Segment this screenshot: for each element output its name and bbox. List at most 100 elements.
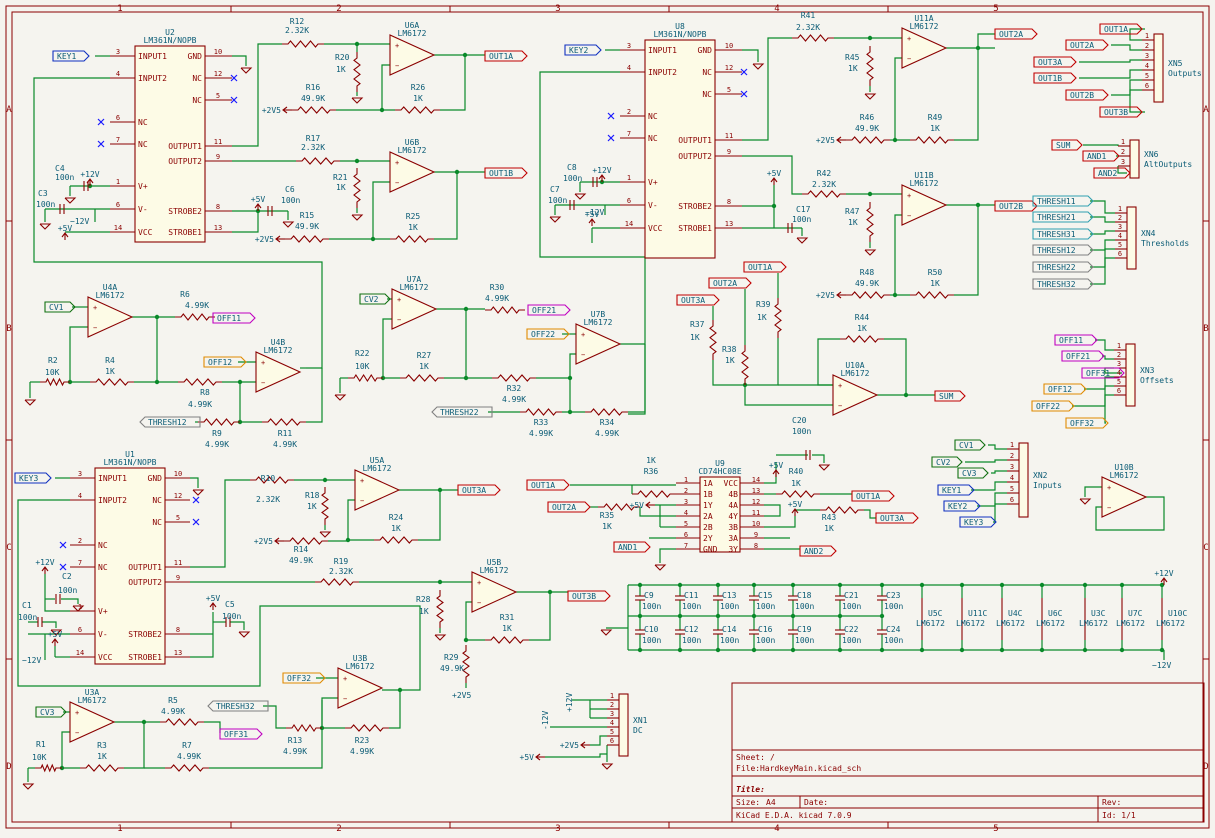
net-label-off12: [1043, 383, 1087, 395]
net-label-thresh32: [1032, 278, 1094, 290]
ground-symbol: [22, 783, 35, 790]
r-ref: R32: [507, 384, 522, 393]
wire: [1095, 496, 1165, 531]
net-label-text: THRESH12: [148, 418, 187, 427]
net-label-text: KEY2: [948, 502, 967, 511]
opamp-pin-plus: +: [93, 304, 97, 312]
r-ref: R21: [333, 173, 348, 182]
resistor-symbol: [353, 52, 361, 92]
net-label-text: CV2: [936, 458, 951, 467]
connector-ref: XN3: [1140, 366, 1155, 375]
no-connect-mark: [607, 112, 615, 120]
junction-dot: [959, 647, 965, 653]
frame-col-label: 4: [774, 824, 779, 834]
pin-name: GND: [188, 52, 203, 61]
pin-number: 8: [176, 626, 180, 634]
r-val: 1K: [105, 367, 115, 376]
opamp-pin-plus: +: [838, 382, 842, 390]
net-label-text: KEY2: [569, 46, 588, 55]
connector-ref: XN1: [633, 716, 648, 725]
r-val: 4.99K: [350, 747, 374, 756]
opamp-value: LM6172: [480, 566, 509, 575]
pin-name: INPUT2: [98, 496, 127, 505]
net-label-text: OUT1A: [531, 481, 555, 490]
connector-pin-number: 5: [1118, 241, 1122, 249]
net-label-out2a: [547, 501, 591, 513]
pin-number: 13: [214, 224, 222, 232]
r-val: 1K: [646, 456, 656, 465]
pin-number: 6: [684, 531, 688, 539]
net-label-text: CV1: [959, 441, 974, 450]
wire: [764, 504, 781, 517]
net-label-thresh11: [1032, 195, 1094, 207]
net-label-text: OUT1A: [489, 52, 513, 61]
r-val: 49.9K: [855, 124, 879, 133]
wire: [418, 490, 441, 541]
wire-u2-in2: [33, 77, 323, 369]
pin-number: 12: [214, 70, 222, 78]
net-label-text: AND1: [1087, 152, 1106, 161]
wire: [764, 462, 777, 484]
file-value: HardkeyMain.kicad_sch: [760, 764, 861, 773]
pin-name: NC: [648, 112, 658, 121]
wire: [61, 598, 79, 604]
r-ref: R24: [389, 513, 404, 522]
connector-pin-number: 2: [1010, 452, 1014, 460]
power-symbol: [836, 136, 842, 144]
c-ref: C10: [644, 625, 659, 634]
net-label-key3: [959, 516, 997, 528]
c-val: 100n: [281, 196, 300, 205]
r-val: 1K: [413, 94, 423, 103]
r-ref: R15: [300, 211, 315, 220]
connector-pin-number: 3: [1010, 463, 1014, 471]
opamp-ref: U7A: [407, 275, 422, 284]
pin-name: V+: [138, 182, 148, 191]
c-val: 100n: [792, 427, 811, 436]
net-label-out2a: [1065, 39, 1109, 51]
connector-pin-number: 5: [610, 728, 614, 736]
net-label-text: CV2: [364, 295, 379, 304]
net-label-key2: [943, 500, 981, 512]
pin-name: NC: [152, 518, 162, 527]
pin-name: OUTPUT1: [678, 136, 712, 145]
power-label: +2V5: [816, 291, 835, 300]
resistor-symbol: [520, 408, 562, 416]
pin-name: STROBE2: [128, 630, 162, 639]
pin-name: NC: [192, 96, 202, 105]
ic-body: [699, 476, 741, 553]
connector-pin-number: 4: [1145, 62, 1149, 70]
r-val: 49.9K: [295, 222, 319, 231]
pin-number: 11: [174, 559, 182, 567]
pin-number: 9: [754, 531, 758, 539]
net-label-off31: [219, 728, 263, 740]
pin-name: OUTPUT2: [128, 578, 162, 587]
r-ref: R30: [490, 283, 505, 292]
pin-name: GND: [698, 46, 713, 55]
pin-name: V-: [648, 201, 658, 210]
frame-col-label: 5: [993, 824, 998, 834]
pin-number: 9: [727, 148, 731, 156]
power-symbol: [598, 174, 606, 180]
opamp-ref: U6B: [405, 138, 420, 147]
c-ref: C24: [886, 625, 901, 634]
net-label-text: OFF32: [1070, 419, 1094, 428]
net-label-text: OFF22: [531, 330, 555, 339]
r-val: 1K: [419, 362, 429, 371]
pin-number: 14: [625, 220, 633, 228]
wire: [742, 49, 759, 62]
net-label-key3: [14, 472, 52, 484]
r-ref: R5: [168, 696, 178, 705]
wire: [744, 385, 833, 406]
r-val: 1K: [419, 607, 429, 616]
r-ref: R18: [305, 491, 320, 500]
r-val: 1K: [336, 65, 346, 74]
power-label: +5V: [206, 594, 221, 603]
r-ref: R13: [288, 736, 303, 745]
r-val: 49.9K: [440, 664, 464, 673]
connector-pin-number: 3: [1117, 360, 1121, 368]
connector-pin-number: 2: [1117, 351, 1121, 359]
pwr: −12V: [1152, 661, 1171, 670]
power-symbol: [535, 753, 541, 761]
